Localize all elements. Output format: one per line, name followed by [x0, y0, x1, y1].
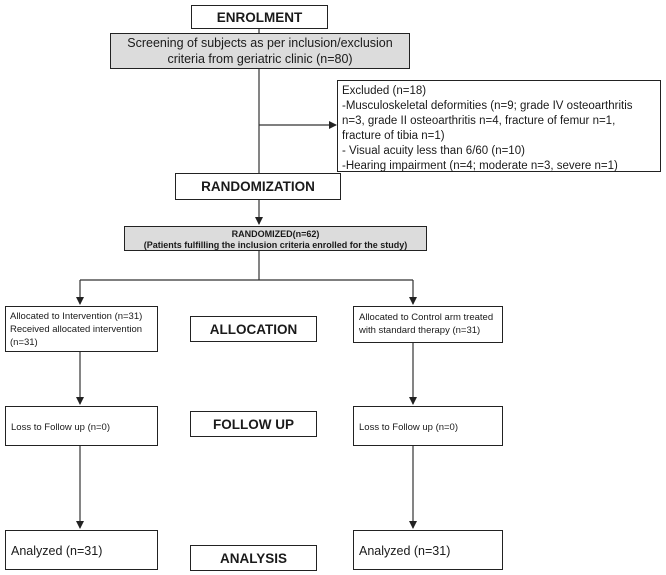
stage-follow-up: FOLLOW UP [190, 411, 317, 437]
intervention-allocation-box: Allocated to Intervention (n=31) Receive… [5, 306, 158, 352]
randomized-subtitle: (Patients fulfilling the inclusion crite… [143, 240, 408, 250]
control-allocation-line: with standard therapy (n=31) [359, 325, 481, 336]
excluded-line: -Musculoskeletal deformities (n=9; grade… [342, 100, 633, 112]
intervention-followup-text: Loss to Follow up (n=0) [11, 422, 111, 433]
control-analyzed-text: Analyzed (n=31) [359, 544, 451, 558]
screening-line-1: Screening of subjects as per inclusion/e… [127, 36, 393, 50]
screening-box: Screening of subjects as per inclusion/e… [110, 33, 410, 69]
excluded-line: - Visual acuity less than 6/60 (n=10) [342, 145, 525, 157]
excluded-box: Excluded (n=18) -Musculoskeletal deformi… [337, 80, 661, 172]
intervention-allocation-line: Received allocated intervention [10, 324, 143, 335]
control-analyzed-box: Analyzed (n=31) [353, 530, 503, 570]
control-followup-box: Loss to Follow up (n=0) [353, 406, 503, 446]
stage-analysis: ANALYSIS [190, 545, 317, 571]
stage-randomization: RANDOMIZATION [175, 173, 341, 200]
intervention-allocation-line: (n=31) [10, 337, 38, 348]
stage-allocation: ALLOCATION [190, 316, 317, 342]
intervention-followup-box: Loss to Follow up (n=0) [5, 406, 158, 446]
excluded-line: Excluded (n=18) [342, 85, 427, 97]
stage-analysis-label: ANALYSIS [219, 551, 288, 566]
control-allocation-line: Allocated to Control arm treated [359, 312, 494, 323]
intervention-analyzed-box: Analyzed (n=31) [5, 530, 158, 570]
stage-follow-up-label: FOLLOW UP [213, 417, 294, 432]
stage-enrolment: ENROLMENT [191, 5, 328, 29]
stage-allocation-label: ALLOCATION [209, 322, 298, 337]
randomized-box: RANDOMIZED(n=62) (Patients fulfilling th… [124, 226, 427, 251]
stage-enrolment-label: ENROLMENT [216, 10, 303, 25]
intervention-analyzed-text: Analyzed (n=31) [11, 544, 103, 558]
control-followup-text: Loss to Follow up (n=0) [359, 422, 459, 433]
excluded-line: fracture of tibia n=1) [342, 130, 445, 142]
excluded-line: n=3, grade II osteoarthritis n=4, fractu… [342, 115, 616, 127]
screening-line-2: criteria from geriatric clinic (n=80) [167, 51, 353, 66]
intervention-allocation-line: Allocated to Intervention (n=31) [10, 311, 143, 322]
stage-randomization-label: RANDOMIZATION [201, 179, 315, 194]
randomized-title: RANDOMIZED(n=62) [231, 229, 320, 239]
control-allocation-box: Allocated to Control arm treated with st… [353, 306, 503, 343]
excluded-line: -Hearing impairment (n=4; moderate n=3, … [342, 160, 618, 172]
